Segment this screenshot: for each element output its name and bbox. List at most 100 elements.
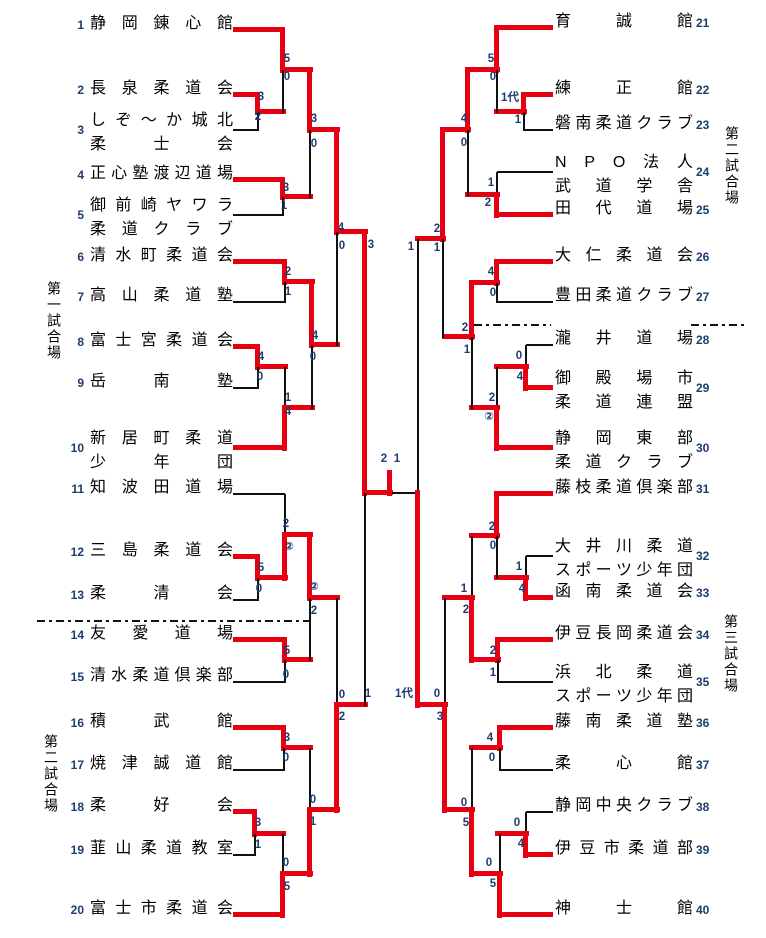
- bracket-line: [282, 279, 315, 284]
- team-seed: 13: [70, 588, 84, 602]
- bracket-line: [282, 405, 315, 410]
- match-score: 1: [393, 453, 401, 465]
- match-score: 0: [338, 689, 346, 701]
- match-score: 4: [337, 222, 345, 234]
- bracket-line: [257, 112, 259, 131]
- bracket-line: [496, 283, 498, 303]
- match-score: 0: [460, 137, 468, 149]
- bracket-line: [254, 834, 256, 856]
- team-entry-line: [498, 637, 553, 642]
- bracket-line: [440, 127, 471, 132]
- team-name-line: スポーツ少年団: [555, 688, 693, 705]
- team-seed: 27: [696, 290, 710, 304]
- bracket-line: [334, 702, 339, 813]
- team-name-line: 武道学舎: [555, 178, 693, 195]
- team-entry-line: [233, 129, 258, 131]
- match-score: 2: [380, 453, 388, 465]
- team-name: 高山柔道塾: [90, 288, 233, 304]
- bracket-line: [469, 280, 474, 340]
- bracket-line: [309, 279, 314, 348]
- match-score: 1: [364, 688, 372, 700]
- match-score: 2: [284, 266, 292, 278]
- team-entry-line: [526, 344, 553, 346]
- team-entry-line: [233, 681, 285, 683]
- team-name-line: 韮山柔道教室: [90, 840, 233, 857]
- court-divider-line: [37, 620, 310, 622]
- match-score: 5: [462, 817, 470, 829]
- bracket-line: [469, 280, 500, 285]
- match-score: 4: [486, 732, 494, 744]
- team-name: 三島柔道会: [90, 543, 233, 559]
- team-name-line: 新居町柔道: [90, 430, 233, 447]
- bracket-line: [499, 834, 501, 875]
- bracket-line: [281, 745, 313, 750]
- bracket-line: [336, 598, 338, 706]
- bracket-line: [255, 554, 260, 581]
- team-seed: 40: [696, 903, 710, 917]
- team-seed: 24: [696, 165, 710, 179]
- bracket-line: [465, 67, 500, 72]
- team-seed: 19: [70, 843, 84, 857]
- bracket-line: [497, 660, 499, 683]
- team-entry-line: [526, 852, 553, 857]
- bracket-line: [440, 127, 445, 242]
- team-entry-line: [233, 637, 285, 642]
- bracket-line: [311, 345, 313, 409]
- match-score: 3: [310, 113, 318, 125]
- bracket-line: [469, 807, 474, 877]
- bracket-line: [282, 405, 287, 451]
- match-score: 2: [488, 392, 496, 404]
- match-score: 2: [433, 223, 441, 235]
- match-score: ②: [484, 411, 494, 423]
- team-seed: 38: [696, 800, 710, 814]
- match-score: 0: [489, 540, 497, 552]
- match-score: 2: [488, 521, 496, 533]
- bracket-line: [415, 702, 448, 707]
- bracket-line: [469, 405, 500, 410]
- bracket-line: [282, 197, 284, 216]
- team-entry-line: [233, 177, 283, 182]
- bracket-line: [494, 259, 499, 286]
- team-entry-line: [233, 912, 283, 917]
- team-entry-line: [497, 171, 553, 173]
- team-name: 瀧井道場: [555, 331, 693, 347]
- team-name-line: 知波田道場: [90, 479, 233, 496]
- bracket-line: [523, 364, 528, 391]
- match-score: 5: [489, 878, 497, 890]
- team-name-line: 御前崎ヤワラ: [90, 197, 233, 214]
- bracket-line: [252, 809, 257, 837]
- team-entry-line: [500, 769, 553, 771]
- team-name-line: 柔道クラブ: [555, 454, 693, 471]
- bracket-line: [309, 598, 311, 661]
- bracket-line: [496, 70, 498, 113]
- team-name: 積武館: [90, 714, 233, 730]
- team-entry-line: [497, 212, 553, 217]
- bracket-line: [495, 831, 529, 836]
- bracket-line: [494, 364, 529, 369]
- team-name: 大仁柔道会: [555, 248, 693, 264]
- team-name-line: 柔心館: [555, 755, 693, 772]
- bracket-line: [280, 67, 313, 72]
- team-name-line: 岳南塾: [90, 373, 233, 390]
- bracket-line: [282, 637, 287, 663]
- team-name: 練正館: [555, 81, 693, 97]
- team-seed: 7: [77, 290, 84, 304]
- match-score: 5: [283, 645, 291, 657]
- match-score: 5: [487, 53, 495, 65]
- team-name-line: 少年団: [90, 454, 233, 471]
- bracket-line: [255, 109, 286, 114]
- team-name-line: 清水柔道倶楽部: [90, 667, 233, 684]
- match-score: 2: [461, 322, 469, 334]
- team-name: 正心塾渡辺道場: [90, 166, 233, 182]
- team-seed: 10: [70, 441, 84, 455]
- bracket-line: [282, 532, 313, 537]
- bracket-line: [497, 725, 502, 751]
- team-seed: 18: [70, 800, 84, 814]
- bracket-line: [336, 232, 338, 346]
- bracket-line: [469, 871, 503, 876]
- bracket-line: [281, 725, 286, 751]
- team-name: 柔清会: [90, 586, 233, 602]
- team-name-line: 藤枝柔道倶楽部: [555, 479, 693, 496]
- bracket-line: [442, 702, 447, 813]
